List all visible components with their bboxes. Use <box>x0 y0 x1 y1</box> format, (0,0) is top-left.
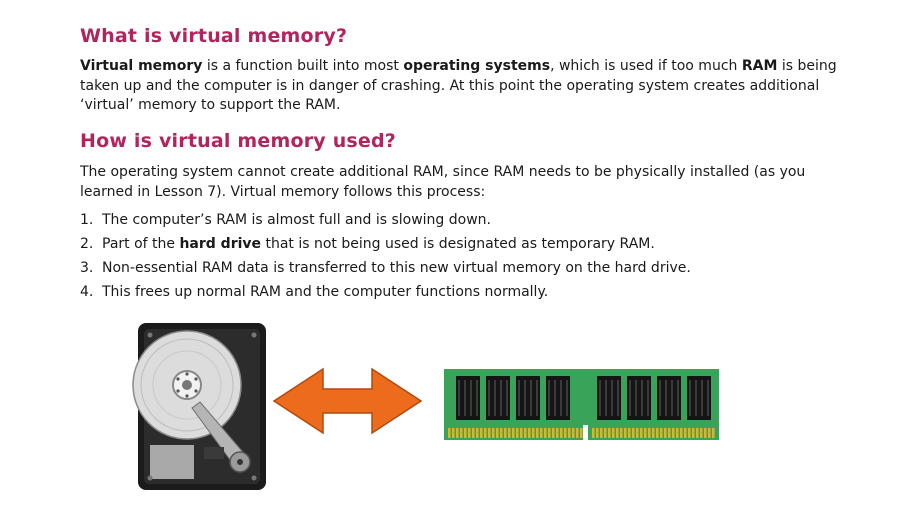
virtual-memory-illustration <box>132 323 719 490</box>
heading-what-is-virtual-memory: What is virtual memory? <box>80 25 348 47</box>
step-text: This frees up normal RAM and the compute… <box>102 284 549 300</box>
step-text: Non-essential RAM data is transferred to… <box>102 260 691 276</box>
hard-drive-icon <box>132 323 266 490</box>
list-item: 3. Non-essential RAM data is transferred … <box>80 258 691 282</box>
step-number: 3. <box>80 260 94 276</box>
list-item: 1. The computer’s RAM is almost full and … <box>80 210 691 234</box>
paragraph-definition: Virtual memory is a function built into … <box>80 58 837 113</box>
step-number: 4. <box>80 284 94 300</box>
step-number: 2. <box>80 236 94 252</box>
paragraph-process-intro: The operating system cannot create addit… <box>80 164 806 200</box>
double-arrow-icon <box>272 367 423 435</box>
step-number: 1. <box>80 212 94 228</box>
list-item: 2. Part of the hard drive that is not bei… <box>80 234 691 258</box>
process-steps-list: 1. The computer’s RAM is almost full and … <box>80 210 691 306</box>
step-text: The computer’s RAM is almost full and is… <box>102 212 491 228</box>
step-text: Part of the hard drive that is not being… <box>102 236 655 252</box>
list-item: 4. This frees up normal RAM and the compu… <box>80 282 691 306</box>
heading-how-is-virtual-memory-used: How is virtual memory used? <box>80 130 397 152</box>
ram-module-icon <box>444 369 719 440</box>
